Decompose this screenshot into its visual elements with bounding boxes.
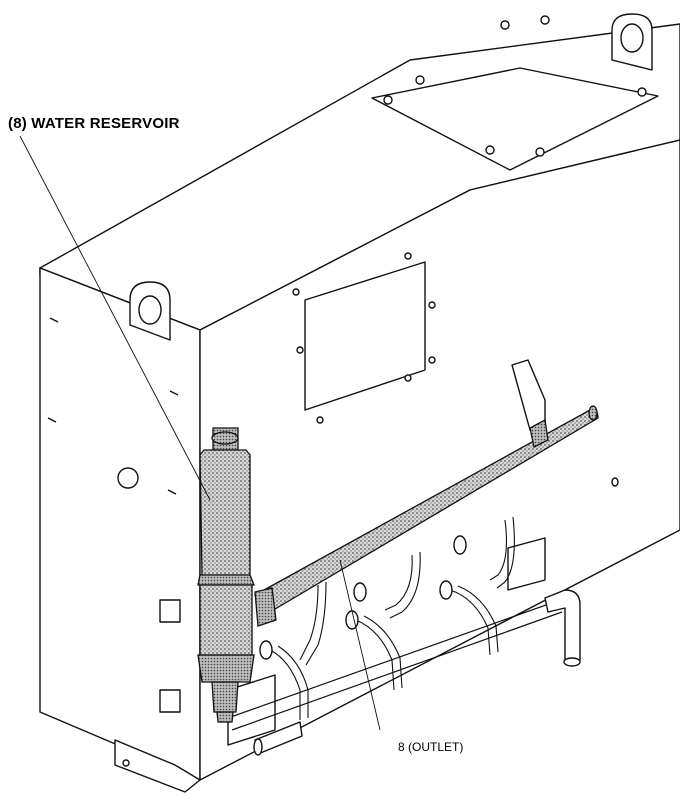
return-pipe <box>231 611 563 731</box>
mounting-foot <box>114 739 201 793</box>
side-cover-plate <box>304 261 426 411</box>
panel-bolt <box>415 75 425 85</box>
lower-box <box>507 537 546 591</box>
panel-bolt <box>500 20 510 30</box>
outlet-leader-line <box>339 559 381 731</box>
panel-bolt <box>535 147 545 157</box>
top-access-panel <box>371 67 659 171</box>
caution-plate <box>159 599 181 623</box>
side-port <box>117 467 139 489</box>
water-reservoir <box>197 427 255 723</box>
panel-bolt <box>485 145 495 155</box>
panel-bolt <box>637 87 647 97</box>
drain-elbow <box>544 589 581 663</box>
panel-bolt <box>540 15 550 25</box>
caution-plate <box>159 689 181 713</box>
panel-bolt <box>383 95 393 105</box>
lifting-eye-rear <box>611 13 653 71</box>
reservoir-leader-line <box>19 135 211 501</box>
water-reservoir-callout: (8) WATER RESERVOIR <box>8 115 180 132</box>
pipe-bracket <box>511 359 546 431</box>
return-pipe <box>227 599 561 719</box>
lifting-eye-front <box>129 281 171 341</box>
outlet-callout: 8 (OUTLET) <box>398 740 464 754</box>
